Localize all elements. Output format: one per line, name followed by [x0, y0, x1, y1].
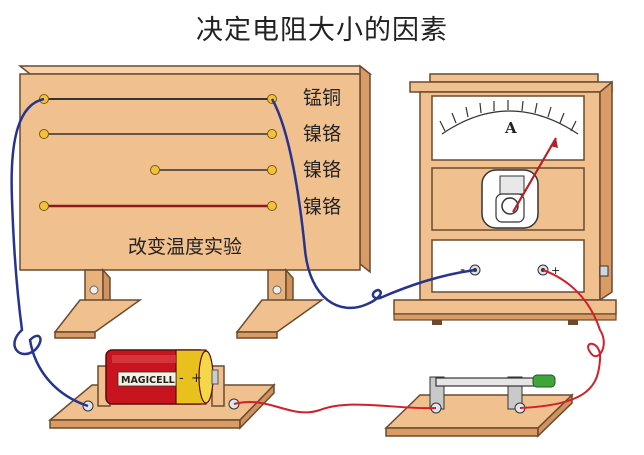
wire-nichrome-thick [39, 201, 277, 211]
blue-wire-right [270, 98, 476, 310]
diagram-title: 决定电阻大小的因素 [196, 15, 448, 46]
wire-label-4: 镍铬 [303, 196, 341, 218]
wire-label-1: 锰铜 [303, 87, 341, 109]
wire-label-2: 镍铬 [303, 123, 341, 145]
wire-manganin [39, 94, 277, 104]
ammeter-negative-terminal: - [460, 262, 465, 278]
ammeter-positive-terminal: + [551, 264, 560, 277]
switch-handle [532, 374, 556, 388]
wire-nichrome-long [39, 129, 277, 139]
board-right-foot [235, 268, 325, 339]
battery-brand: MAGICELL [121, 375, 175, 386]
board-caption: 改变温度实验 [128, 236, 242, 258]
knife-switch [384, 374, 574, 438]
battery-plus-sign: + [191, 371, 202, 386]
wire-label-3: 镍铬 [303, 159, 341, 181]
blue-wire-left [10, 97, 89, 408]
wire-nichrome-short [150, 165, 277, 175]
red-wire-switch-ammeter [519, 269, 605, 409]
ammeter-needle [512, 137, 557, 213]
ammeter: A - + [393, 73, 617, 325]
battery-minus-sign: - [179, 371, 184, 386]
ammeter-unit-label: A [504, 119, 517, 137]
switch-blade [435, 377, 535, 387]
red-wire-battery-switch [233, 401, 437, 414]
board-left-foot [53, 268, 143, 339]
battery: MAGICELL - + [105, 349, 219, 405]
